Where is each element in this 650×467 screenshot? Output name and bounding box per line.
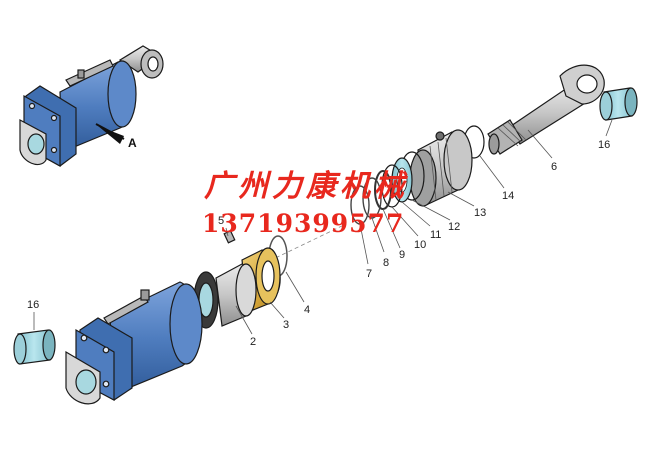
assembly-axis xyxy=(237,223,347,277)
callout-4: 4 xyxy=(304,304,310,316)
top-cylinder-assembly: A xyxy=(19,45,164,168)
callout-11: 11 xyxy=(430,229,441,241)
callout-3: 3 xyxy=(283,319,289,331)
callout-10: 10 xyxy=(414,239,426,251)
watermark-company: 广州力康机械 xyxy=(204,169,408,204)
bushing-16-bottom xyxy=(13,329,56,365)
callout-8: 8 xyxy=(383,257,389,269)
part-13-piston xyxy=(409,129,473,207)
callout-2: 2 xyxy=(250,336,256,348)
part-2-gland xyxy=(193,263,257,329)
piston-rod-part-6 xyxy=(487,64,605,155)
watermark-phone: 13719399577 xyxy=(202,209,404,238)
bottom-cylinder-assembly xyxy=(65,281,203,405)
callout-16-bottom: 16 xyxy=(27,299,39,311)
callout-14: 14 xyxy=(502,190,514,202)
callout-7: 7 xyxy=(366,268,372,280)
callout-9: 9 xyxy=(399,249,405,261)
top-barrel xyxy=(59,59,137,153)
callout-13: 13 xyxy=(474,207,486,219)
callout-12: 12 xyxy=(448,221,460,233)
callout-16-top: 16 xyxy=(598,139,610,151)
view-a-label: A xyxy=(128,136,137,150)
piston-parts-group xyxy=(350,125,485,225)
callout-6: 6 xyxy=(551,161,557,173)
top-mount-block xyxy=(19,85,77,168)
callout-5: 5 xyxy=(218,215,224,227)
watermark: 广州力康机械 13719399577 xyxy=(202,169,408,238)
callout-labels: 2 3 4 5 6 7 8 9 10 11 12 13 14 16 16 xyxy=(27,139,610,348)
leader-lines xyxy=(33,119,613,335)
bushing-16-top xyxy=(599,87,638,121)
view-a-marker: A xyxy=(95,123,137,150)
top-rod-eye xyxy=(118,45,164,79)
